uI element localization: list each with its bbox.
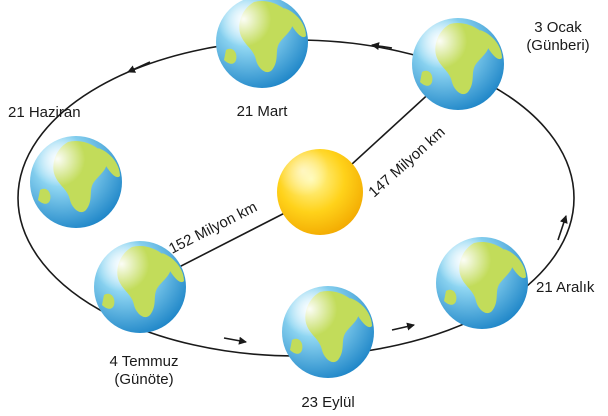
earth-march <box>216 0 308 88</box>
label-july-date: 4 Temmuz <box>109 353 179 370</box>
orbit-arrow-bottom-right <box>391 322 415 331</box>
earth-december <box>436 237 528 329</box>
label-january-date: 3 Ocak <box>534 19 582 36</box>
label-december-date: 21 Aralık <box>536 279 595 296</box>
orbit-arrow-top-left <box>127 61 151 73</box>
label-march: 21 Mart <box>226 103 298 121</box>
label-july-sub: (Günöte) <box>114 371 174 388</box>
sun-icon <box>277 149 363 235</box>
label-september-date: 23 Eylül <box>301 394 355 411</box>
earth-january <box>412 18 504 110</box>
label-january-sub: (Günberi) <box>526 37 590 54</box>
label-july: 4 Temmuz (Günöte) <box>98 353 190 389</box>
label-january: 3 Ocak (Günberi) <box>516 19 600 55</box>
label-march-date: 21 Mart <box>236 103 288 120</box>
earth-june <box>30 136 122 228</box>
perihelion-distance-label: 147 Milyon km <box>365 124 448 201</box>
aphelion-distance-label: 152 Milyon km <box>166 199 260 258</box>
label-june-date: 21 Haziran <box>8 104 81 121</box>
orbit-arrow-bottom-left <box>223 336 247 345</box>
label-september: 23 Eylül <box>290 394 366 412</box>
orbit-arrow-right <box>557 215 568 241</box>
label-june: 21 Haziran <box>8 104 81 122</box>
orbit-arrow-top-right <box>371 42 393 50</box>
label-december: 21 Aralık <box>536 279 594 297</box>
earth-september <box>282 286 374 378</box>
